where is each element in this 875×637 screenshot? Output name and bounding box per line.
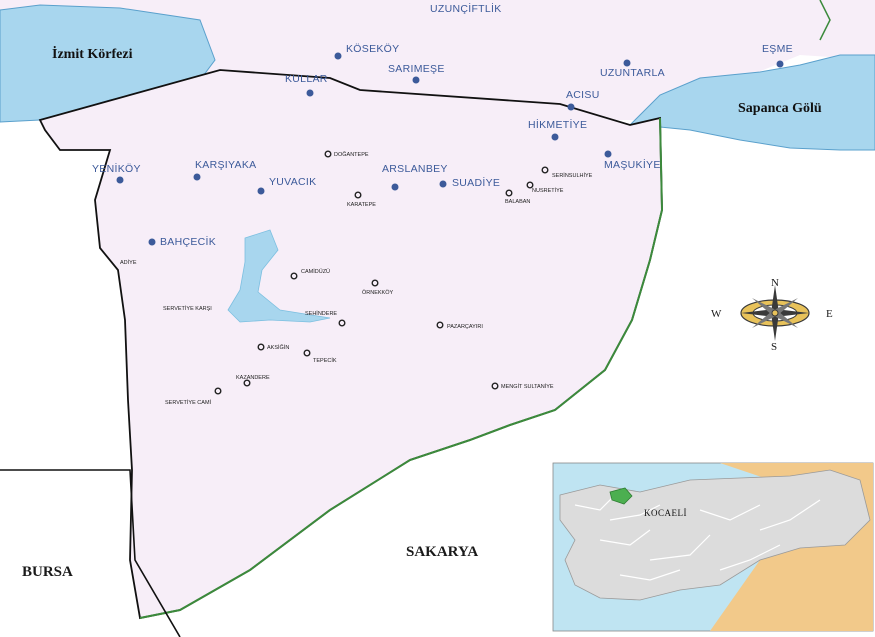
svg-text:KARATEPE: KARATEPE bbox=[347, 202, 376, 208]
town-sarimese: SARIMEŞE bbox=[388, 63, 445, 84]
reservoir-water bbox=[227, 229, 331, 323]
north-border bbox=[819, 0, 831, 41]
village-pazarcayiri: PAZARÇAYIRI bbox=[436, 321, 483, 330]
svg-text:ÖRNEKKÖY: ÖRNEKKÖY bbox=[362, 289, 394, 296]
svg-text:ACISU: ACISU bbox=[566, 89, 600, 101]
svg-text:DOĞANTEPE: DOĞANTEPE bbox=[334, 151, 369, 158]
village-serinsulhiye: SERİNSULHİYE bbox=[541, 166, 593, 179]
svg-text:PAZARÇAYIRI: PAZARÇAYIRI bbox=[447, 324, 483, 330]
village-sehindere: SEHİNDERE bbox=[305, 310, 346, 327]
sakarya-border bbox=[139, 117, 664, 619]
inset-kocaeli-label: KOCAELİ bbox=[644, 508, 687, 518]
sapanca-lake-water bbox=[628, 54, 875, 151]
svg-text:YUVACIK: YUVACIK bbox=[269, 176, 316, 188]
svg-text:YENİKÖY: YENİKÖY bbox=[92, 162, 141, 175]
village-ornekkoy: ÖRNEKKÖY bbox=[362, 279, 394, 296]
izmit-gulf-label: İzmit Körfezi bbox=[52, 45, 133, 62]
svg-text:KAZANDERE: KAZANDERE bbox=[236, 375, 270, 381]
village-aksigin: AKSİĞİN bbox=[257, 343, 289, 351]
town-hikmetiye: HİKMETİYE bbox=[528, 118, 587, 141]
town-karsiyaka: KARŞIYAKA bbox=[193, 159, 256, 181]
village-karatepe: KARATEPE bbox=[347, 191, 376, 208]
town-yuvacik: YUVACIK bbox=[257, 176, 316, 195]
compass-s-label: S bbox=[771, 341, 777, 353]
town-uzuntarla: UZUNTARLA bbox=[600, 59, 665, 79]
svg-text:SERVETİYE KARŞI: SERVETİYE KARŞI bbox=[163, 305, 212, 312]
svg-text:SEHİNDERE: SEHİNDERE bbox=[305, 310, 337, 317]
sapanca-lake-label: Sapanca Gölü bbox=[738, 101, 822, 116]
compass-e-label: E bbox=[826, 308, 833, 320]
svg-text:HİKMETİYE: HİKMETİYE bbox=[528, 118, 587, 131]
village-mengit-sultaniye: MENGİT SULTANİYE bbox=[491, 382, 554, 390]
town-acisu: ACISU bbox=[566, 89, 600, 111]
svg-text:BAHÇECİK: BAHÇECİK bbox=[160, 235, 216, 248]
svg-text:KULLAR: KULLAR bbox=[285, 73, 328, 85]
svg-text:CAMİDÜZÜ: CAMİDÜZÜ bbox=[301, 268, 330, 275]
svg-text:SUADİYE: SUADİYE bbox=[452, 176, 500, 189]
village-servetiye-karsi: SERVETİYE KARŞI bbox=[163, 305, 212, 312]
sakarya-label: SAKARYA bbox=[406, 544, 478, 560]
bursa-border bbox=[0, 469, 181, 637]
town-kullar: KULLAR bbox=[285, 73, 328, 97]
svg-text:EŞME: EŞME bbox=[762, 43, 793, 55]
town-uzunciftlik: UZUNÇİFTLİK bbox=[430, 2, 502, 15]
svg-text:UZUNTARLA: UZUNTARLA bbox=[600, 67, 665, 79]
town-masukiye: MAŞUKİYE bbox=[604, 150, 661, 171]
svg-text:ARSLANBEY: ARSLANBEY bbox=[382, 163, 448, 175]
svg-text:KÖSEKÖY: KÖSEKÖY bbox=[346, 43, 399, 55]
village-balaban: BALABAN bbox=[505, 189, 530, 205]
svg-text:SERVETİYE CAMİ: SERVETİYE CAMİ bbox=[165, 399, 212, 406]
town-bahcecik: BAHÇECİK bbox=[148, 235, 216, 248]
turkey-outline bbox=[559, 469, 871, 601]
kocaeli-highlight bbox=[609, 487, 633, 505]
svg-text:TEPECİK: TEPECİK bbox=[313, 357, 337, 364]
svg-text:BALABAN: BALABAN bbox=[505, 199, 530, 205]
village-camiduzu: CAMİDÜZÜ bbox=[290, 268, 330, 280]
village-servetiye-cami: SERVETİYE CAMİ bbox=[165, 387, 222, 406]
svg-text:SERİNSULHİYE: SERİNSULHİYE bbox=[552, 172, 593, 179]
bursa-label: BURSA bbox=[22, 564, 73, 580]
compass-rose: N S E W bbox=[711, 277, 833, 353]
turkey-inset-map: KOCAELİ bbox=[552, 462, 874, 632]
svg-text:UZUNÇİFTLİK: UZUNÇİFTLİK bbox=[430, 2, 502, 15]
town-esme: EŞME bbox=[762, 43, 793, 68]
svg-text:MAŞUKİYE: MAŞUKİYE bbox=[604, 158, 661, 171]
village-dogantepe: DOĞANTEPE bbox=[324, 150, 369, 158]
town-yenikoy: YENİKÖY bbox=[92, 162, 141, 184]
village-kazandere: KAZANDERE bbox=[236, 375, 270, 387]
svg-text:AKSİĞİN: AKSİĞİN bbox=[267, 344, 289, 351]
village-nusretiye: NUSRETİYE bbox=[526, 181, 564, 194]
village-tepecik: TEPECİK bbox=[303, 349, 337, 364]
svg-text:KARŞIYAKA: KARŞIYAKA bbox=[195, 159, 256, 171]
town-arslanbey: ARSLANBEY bbox=[382, 163, 448, 191]
town-suadiye: SUADİYE bbox=[439, 176, 500, 189]
svg-text:ADİYE: ADİYE bbox=[120, 259, 137, 266]
compass-n-label: N bbox=[771, 277, 779, 289]
village-adiye: ADİYE bbox=[120, 259, 137, 266]
compass-w-label: W bbox=[711, 308, 722, 320]
svg-text:SARIMEŞE: SARIMEŞE bbox=[388, 63, 445, 75]
svg-text:NUSRETİYE: NUSRETİYE bbox=[532, 187, 564, 194]
svg-text:MENGİT SULTANİYE: MENGİT SULTANİYE bbox=[501, 383, 554, 390]
town-kosekoy: KÖSEKÖY bbox=[334, 43, 399, 60]
